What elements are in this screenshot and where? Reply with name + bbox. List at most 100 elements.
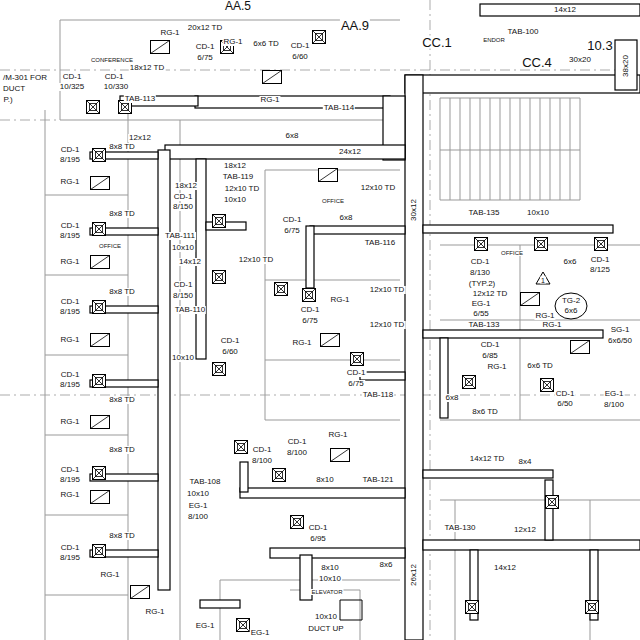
supply-diffuser	[303, 289, 316, 302]
annotation-label: RG-1	[329, 296, 350, 304]
annotation-label: RG-1	[291, 339, 312, 347]
annotation-label: CD-1	[60, 544, 81, 552]
annotation-label: 6x6	[564, 307, 579, 315]
annotation-label: EG-1	[250, 629, 271, 637]
annotation-label: 18x12	[174, 182, 198, 190]
annotation-label: 12x10 TD	[369, 321, 406, 329]
supply-diffuser	[466, 601, 479, 614]
annotation-label: 6/60	[221, 348, 239, 356]
annotation-label: TAB-135	[468, 209, 501, 217]
annotation-label: TAB-113	[124, 95, 156, 103]
annotation-label: 12x10 TD	[238, 256, 275, 264]
annotation-label: TG-2	[561, 297, 581, 305]
annotation-label: 8/100	[286, 449, 308, 457]
annotation-label: ENDOR	[482, 37, 506, 43]
annotation-label: RG-1	[259, 96, 280, 104]
annotation-label: DUCT UP	[307, 625, 344, 633]
duct	[360, 372, 405, 380]
annotation-label: RG-1	[159, 29, 180, 37]
annotation-label: P.)	[2, 96, 13, 104]
duct	[423, 540, 640, 550]
annotation-label: TAB-118	[362, 391, 394, 399]
annotation-label: 8x8 TD	[108, 396, 136, 404]
annotation-label: 8x10	[315, 476, 334, 484]
annotation-label: 24x12	[338, 148, 362, 156]
annotation-label: TAB-119	[222, 173, 254, 181]
return-grille	[319, 169, 338, 182]
annotation-label: EG-1	[195, 622, 216, 630]
annotation-label: OFFICE	[321, 198, 345, 204]
annotation-label: AA.5	[224, 0, 252, 12]
annotation-label: CD-1	[282, 216, 303, 224]
duct	[405, 75, 640, 93]
supply-diffuser	[351, 353, 364, 366]
annotation-label: 8/195	[59, 308, 81, 316]
annotation-label: 10.3	[586, 39, 613, 52]
annotation-label: RG-1	[327, 431, 348, 439]
annotation-label: 12x12	[513, 526, 537, 534]
supply-diffuser	[475, 238, 488, 251]
supply-diffuser	[291, 516, 304, 529]
annotation-label: CD-1	[480, 341, 501, 349]
duct	[480, 4, 640, 16]
return-grille	[263, 71, 282, 84]
annotation-label: 6x6/50	[607, 337, 633, 345]
supply-diffuser	[93, 301, 106, 314]
annotation-label: 8x8 TD	[108, 210, 136, 218]
annotation-label: 38x20	[622, 54, 630, 78]
annotation-label: RG-1	[59, 178, 80, 186]
supply-diffuser	[93, 467, 106, 480]
duct-riser	[340, 600, 362, 620]
duct	[423, 330, 603, 338]
duct	[165, 145, 405, 159]
return-grille	[91, 177, 110, 190]
diffusers	[87, 31, 608, 632]
annotation-label: 8/100	[187, 513, 209, 521]
supply-diffuser	[213, 363, 226, 376]
annotation-label: 6x6 TD	[252, 40, 280, 48]
annotation-label: 10x10	[318, 575, 342, 583]
duct	[545, 480, 553, 540]
annotation-label: CD-1	[252, 446, 273, 454]
annotation-label: RG-1	[59, 491, 80, 499]
annotation-label: 6/55	[472, 310, 490, 318]
annotation-label: 18x12	[223, 162, 247, 170]
annotation-label: 1	[540, 277, 546, 284]
annotation-label: CD-1	[60, 298, 81, 306]
annotation-label: 8x6 TD	[471, 408, 499, 416]
supply-diffuser	[93, 545, 106, 558]
annotation-label: 10/330	[103, 83, 129, 91]
annotation-label: 8/100	[251, 457, 273, 465]
return-grille	[91, 334, 110, 347]
annotation-label: EG-1	[471, 300, 492, 308]
annotation-label: 6x8	[339, 214, 354, 222]
annotation-label: CD-1	[308, 524, 329, 532]
annotation-label: CD-1	[60, 222, 81, 230]
duct	[615, 40, 637, 90]
annotation-label: 8/195	[59, 232, 81, 240]
annotation-label: 6x6	[563, 258, 578, 266]
annotation-label: RG-1	[534, 312, 555, 320]
duct	[405, 75, 423, 640]
supply-diffuser	[541, 379, 554, 392]
annotation-label: CD-1	[290, 42, 311, 50]
annotation-label: 6/95	[309, 535, 327, 543]
revision-triangle	[536, 272, 550, 284]
annotation-label: CC.4	[521, 56, 553, 69]
annotation-label: CD-1	[60, 466, 81, 474]
annotation-label: /M-301 FOR	[2, 74, 48, 82]
duct	[200, 600, 240, 608]
annotation-label: CD-1	[470, 258, 491, 266]
return-grille	[571, 341, 590, 354]
annotation-label: 6x8	[445, 394, 460, 402]
annotation-label: OFFICE	[98, 243, 122, 249]
annotation-label: CD-1	[173, 281, 194, 289]
annotation-label: (TYP.2)	[468, 280, 497, 288]
stair-treads	[440, 98, 580, 200]
supply-diffuser	[87, 101, 100, 114]
return-grille	[331, 449, 350, 462]
annotation-label: TAB-114	[323, 104, 355, 112]
wall-line	[45, 20, 640, 640]
annotation-label: RG-1	[59, 258, 80, 266]
